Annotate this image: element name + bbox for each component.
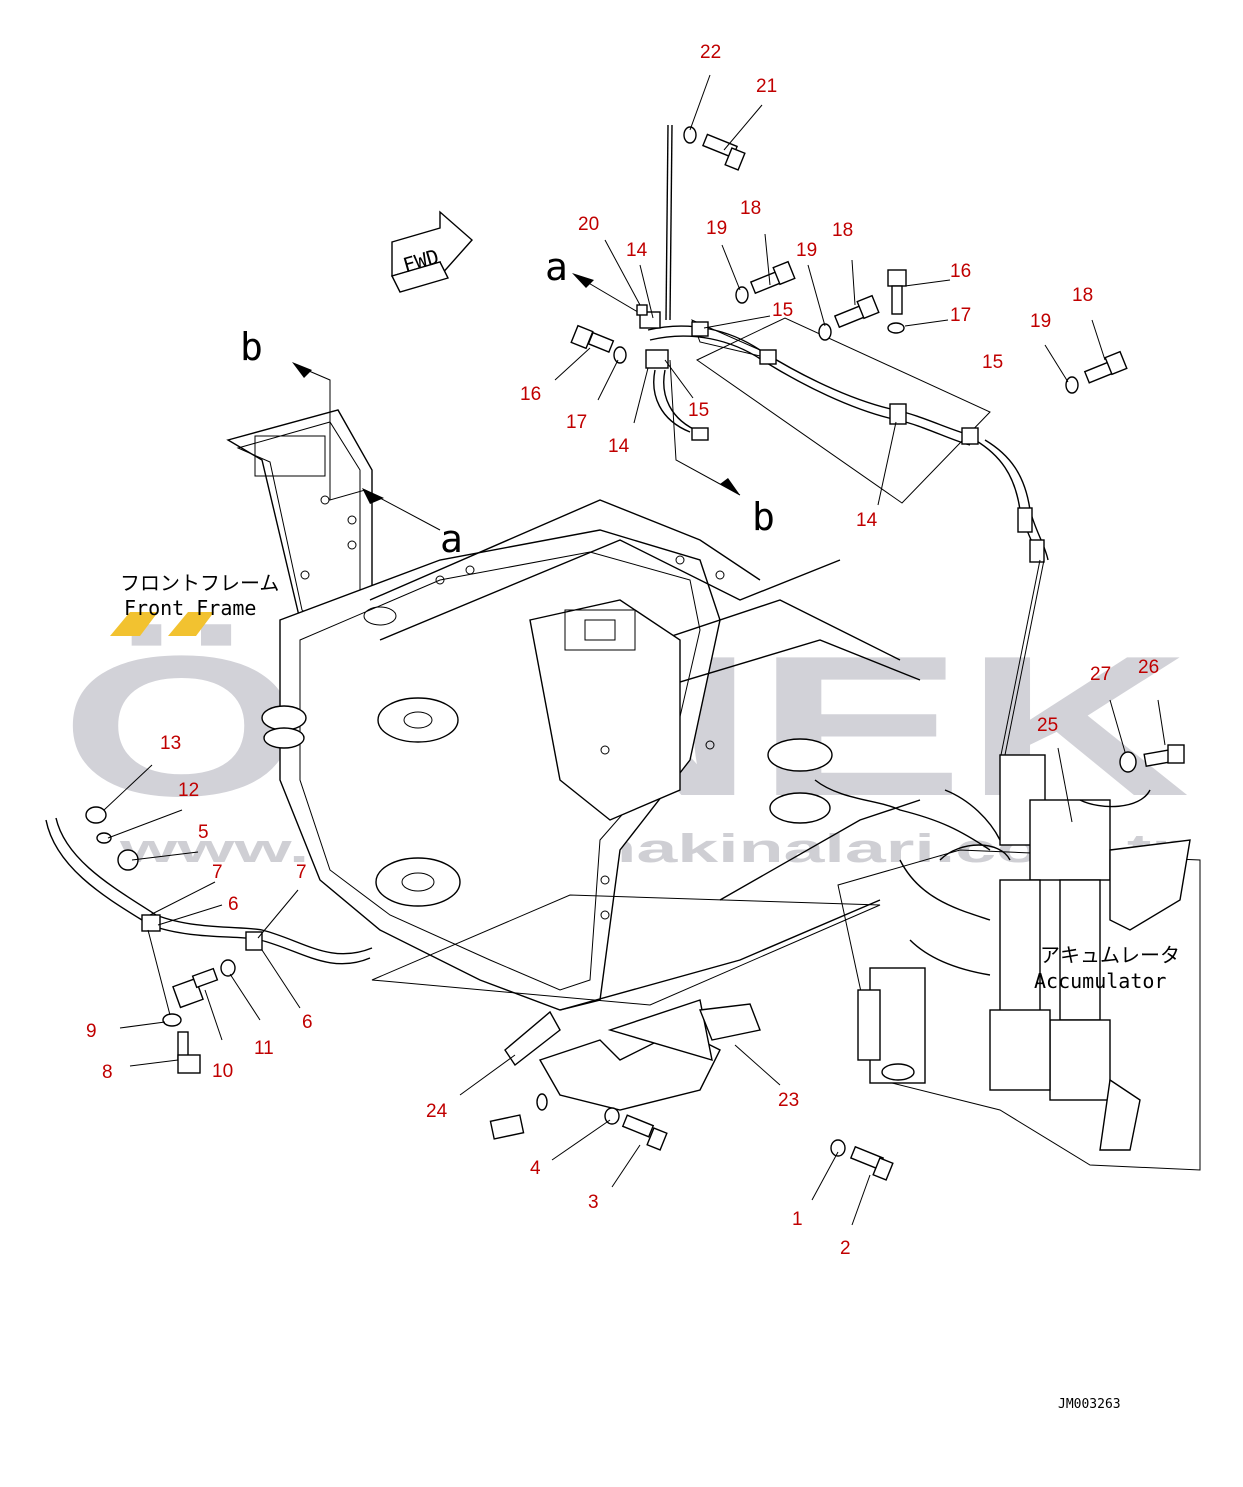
front-frame-label: フロントフレーム Front Frame bbox=[120, 571, 279, 620]
watermark-umlaut-left bbox=[110, 612, 158, 636]
arrow-label-b-upper: b bbox=[240, 325, 263, 369]
callout-6: 6 bbox=[302, 1012, 313, 1033]
callout-10: 10 bbox=[212, 1061, 233, 1082]
callout-17: 17 bbox=[566, 412, 587, 433]
callout-20: 20 bbox=[578, 214, 599, 235]
callout-13: 13 bbox=[160, 733, 181, 754]
callout-14: 14 bbox=[626, 240, 648, 261]
callout-1: 1 bbox=[792, 1209, 803, 1230]
callout-12: 12 bbox=[178, 780, 199, 801]
accumulator-assembly bbox=[814, 744, 1201, 1171]
callout-22: 22 bbox=[700, 42, 721, 63]
front-frame-label-jp: フロントフレーム bbox=[120, 571, 279, 595]
callout-19: 19 bbox=[796, 240, 817, 261]
callout-7: 7 bbox=[296, 862, 307, 883]
callout-15: 15 bbox=[982, 352, 1003, 373]
callout-18: 18 bbox=[832, 220, 853, 241]
callout-23: 23 bbox=[778, 1090, 799, 1111]
callout-24: 24 bbox=[426, 1101, 448, 1122]
callout-27: 27 bbox=[1090, 664, 1111, 685]
callout-26: 26 bbox=[1138, 657, 1159, 678]
bottom-brackets bbox=[371, 894, 894, 1181]
callout-4: 4 bbox=[530, 1158, 541, 1179]
arrow-label-a-lower: a bbox=[440, 517, 463, 561]
callout-3: 3 bbox=[588, 1192, 599, 1213]
callout-14: 14 bbox=[608, 436, 630, 457]
view-arrows: b a a b bbox=[240, 245, 775, 561]
accumulator-label-en: Accumulator bbox=[1034, 969, 1166, 993]
accumulator-label-jp: アキュムレータ bbox=[1040, 943, 1180, 967]
drawing-code: JM003263 bbox=[1058, 1397, 1121, 1412]
callout-6: 6 bbox=[228, 894, 239, 915]
callout-14: 14 bbox=[856, 510, 878, 531]
leader-lines bbox=[103, 74, 1166, 1226]
callout-7: 7 bbox=[212, 862, 223, 883]
callout-15: 15 bbox=[772, 300, 793, 321]
callout-25: 25 bbox=[1037, 715, 1058, 736]
upper-fasteners bbox=[570, 126, 1128, 394]
callout-17: 17 bbox=[950, 305, 971, 326]
arrow-label-b-lower: b bbox=[752, 495, 775, 539]
callout-19: 19 bbox=[1030, 311, 1051, 332]
callout-8: 8 bbox=[102, 1062, 113, 1083]
callout-19: 19 bbox=[706, 218, 727, 239]
fwd-arrow: FWD bbox=[390, 210, 473, 293]
callout-5: 5 bbox=[198, 822, 209, 843]
front-frame bbox=[226, 409, 921, 1011]
callout-2: 2 bbox=[840, 1238, 851, 1259]
callout-15: 15 bbox=[688, 400, 709, 421]
arrow-label-a-upper: a bbox=[545, 245, 568, 289]
watermark-umlaut-right bbox=[168, 612, 214, 636]
accumulator-label: アキュムレータ Accumulator bbox=[1034, 943, 1180, 993]
callout-16: 16 bbox=[520, 384, 541, 405]
front-frame-label-en: Front Frame bbox=[124, 596, 256, 620]
callout-16: 16 bbox=[950, 261, 971, 282]
callout-18: 18 bbox=[740, 198, 761, 219]
callout-11: 11 bbox=[254, 1038, 274, 1059]
upper-hose-assembly bbox=[636, 124, 1049, 761]
callout-21: 21 bbox=[756, 76, 777, 97]
callout-18: 18 bbox=[1072, 285, 1093, 306]
callout-numbers: 22 21 20 14 19 18 19 18 16 17 15 19 18 1… bbox=[86, 42, 1159, 1259]
callout-9: 9 bbox=[86, 1021, 97, 1042]
left-hose-assembly bbox=[45, 806, 373, 1074]
